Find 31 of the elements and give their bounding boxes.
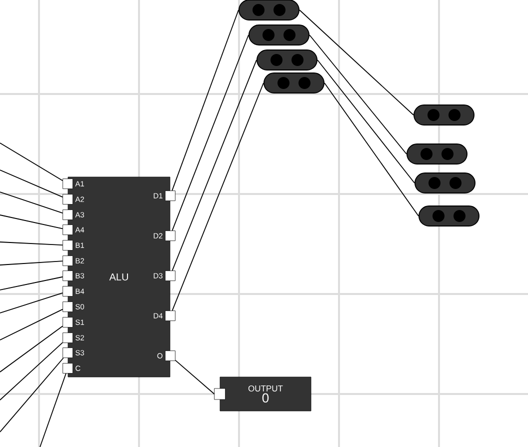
wire	[0, 242, 64, 246]
wire	[324, 82, 419, 216]
wire	[299, 10, 414, 116]
connector-block	[256, 50, 318, 70]
wire	[40, 373, 66, 447]
wire	[0, 358, 64, 432]
wire	[0, 170, 64, 198]
connector-block	[248, 24, 310, 46]
wire	[172, 82, 264, 312]
wire	[317, 60, 415, 184]
wire	[0, 214, 64, 230]
wire	[0, 276, 64, 290]
wire	[0, 142, 64, 182]
wire	[0, 192, 64, 214]
connector-block	[414, 104, 474, 126]
wire	[0, 292, 64, 314]
connector-block	[418, 206, 480, 226]
wire	[172, 10, 239, 192]
connector-block	[406, 144, 468, 164]
wire	[0, 308, 64, 340]
connector-block	[238, 0, 300, 20]
wire	[172, 60, 257, 272]
connector-block	[414, 172, 476, 194]
wire	[0, 260, 64, 266]
wire	[174, 360, 215, 394]
output-block: OUTPUT 0	[214, 376, 312, 412]
wire	[172, 34, 249, 232]
wire	[309, 34, 407, 154]
wire	[0, 326, 64, 372]
connector-block	[264, 72, 324, 94]
wire	[0, 342, 64, 400]
